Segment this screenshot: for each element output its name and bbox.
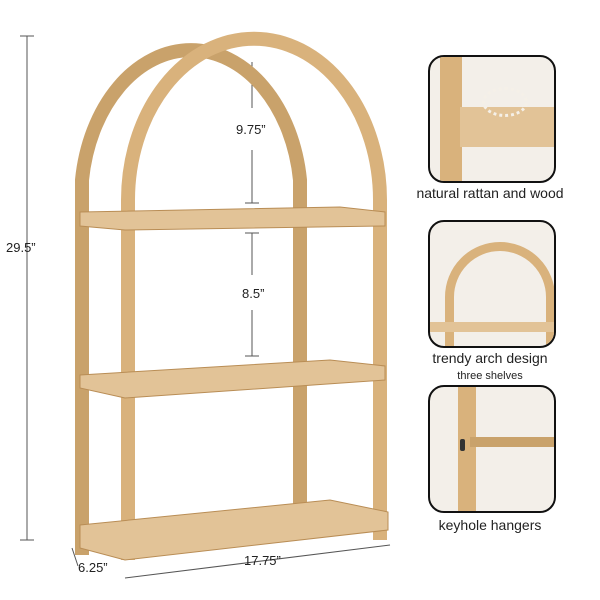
top-gap-label: 9.75”: [236, 122, 266, 137]
depth-label: 6.25”: [78, 560, 108, 575]
dimension-lines: [20, 35, 391, 579]
rattan-detail-image: [428, 55, 556, 183]
width-label: 17.75”: [244, 553, 281, 568]
keyhole-detail-image: [428, 385, 556, 513]
feature-caption: natural rattan and wood: [416, 185, 564, 201]
arch-detail-image: [428, 220, 556, 348]
feature-caption: keyhole hangers: [438, 517, 542, 533]
keyhole-icon: [460, 439, 465, 451]
height-label: 29.5”: [6, 240, 36, 255]
shelf-frame: [75, 31, 387, 560]
middle-gap-label: 8.5”: [242, 286, 265, 301]
pearl-necklace: [482, 87, 528, 117]
shelves: [79, 206, 389, 561]
